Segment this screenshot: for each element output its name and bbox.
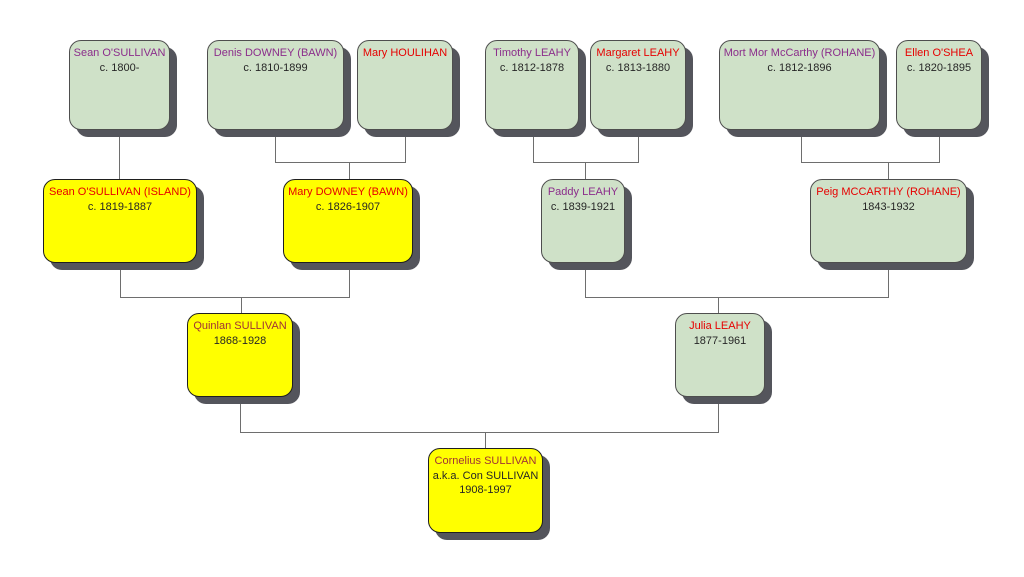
person-detail: c. 1813-1880 <box>605 62 671 74</box>
person-node-margaret-leahy[interactable]: Margaret LEAHY c. 1813-1880 <box>590 40 686 130</box>
connector-line-horizontal <box>120 297 350 298</box>
person-name: Paddy LEAHY <box>547 186 619 198</box>
person-node-sean-o-sullivan-island[interactable]: Sean O'SULLIVAN (ISLAND) c. 1819-1887 <box>43 179 197 263</box>
person-detail: c. 1826-1907 <box>315 201 381 213</box>
person-detail: c. 1810-1899 <box>243 62 308 74</box>
person-name: Margaret LEAHY <box>596 47 680 59</box>
person-name: Mary HOULIHAN <box>362 47 448 59</box>
connector-line-vertical <box>241 297 242 313</box>
connector-line-horizontal <box>275 162 406 163</box>
person-node-mort-mor-mccarthy-rohane[interactable]: Mort Mor McCarthy (ROHANE) c. 1812-1896 <box>719 40 880 130</box>
connector-line-vertical <box>240 397 241 432</box>
person-node-mary-downey-bawn[interactable]: Mary DOWNEY (BAWN) c. 1826-1907 <box>283 179 413 263</box>
person-name: Ellen O'SHEA <box>904 47 974 59</box>
person-detail: c. 1800- <box>99 62 140 74</box>
person-name: Sean O'SULLIVAN <box>73 47 166 59</box>
connector-line-horizontal <box>585 297 889 298</box>
person-name: Peig MCCARTHY (ROHANE) <box>816 186 961 198</box>
person-node-cornelius-sullivan[interactable]: Cornelius SULLIVAN a.k.a. Con SULLIVAN 190… <box>428 448 543 533</box>
connector-line-vertical <box>405 130 406 162</box>
connector-line-vertical <box>275 130 276 162</box>
connector-line-vertical <box>888 263 889 297</box>
person-detail: c. 1839-1921 <box>550 201 616 213</box>
person-name: Denis DOWNEY (BAWN) <box>213 47 338 59</box>
connector-line-horizontal <box>533 162 639 163</box>
connector-line-vertical <box>939 130 940 162</box>
connector-line-vertical <box>585 263 586 297</box>
person-detail: 1868-1928 <box>213 335 267 347</box>
connector-line-vertical <box>718 397 719 432</box>
person-detail: c. 1812-1896 <box>767 62 832 74</box>
connector-line-vertical <box>888 162 889 179</box>
connector-line-vertical <box>119 130 120 179</box>
person-detail: a.k.a. Con SULLIVAN <box>432 470 539 482</box>
person-name: Cornelius SULLIVAN <box>434 455 537 467</box>
person-node-ellen-o-shea[interactable]: Ellen O'SHEA c. 1820-1895 <box>896 40 982 130</box>
person-detail: 1843-1932 <box>862 201 915 213</box>
person-node-paddy-leahy[interactable]: Paddy LEAHY c. 1839-1921 <box>541 179 625 263</box>
connector-line-vertical <box>585 162 586 179</box>
person-node-mary-houlihan[interactable]: Mary HOULIHAN <box>357 40 453 130</box>
person-node-sean-o-sullivan[interactable]: Sean O'SULLIVAN c. 1800- <box>69 40 170 130</box>
person-name: Julia LEAHY <box>689 320 751 332</box>
connector-line-vertical <box>718 297 719 313</box>
person-detail: c. 1812-1878 <box>499 62 565 74</box>
person-name: Timothy LEAHY <box>493 47 571 59</box>
connector-line-vertical <box>801 130 802 162</box>
person-detail: c. 1820-1895 <box>906 62 972 74</box>
connector-line-horizontal <box>240 432 719 433</box>
person-node-timothy-leahy[interactable]: Timothy LEAHY c. 1812-1878 <box>485 40 579 130</box>
person-name: Sean O'SULLIVAN (ISLAND) <box>49 186 191 198</box>
person-node-quinlan-sullivan[interactable]: Quinlan SULLIVAN 1868-1928 <box>187 313 293 397</box>
connector-line-vertical <box>349 263 350 297</box>
connector-line-vertical <box>120 263 121 297</box>
person-name: Mort Mor McCarthy (ROHANE) <box>723 47 876 59</box>
person-name: Mary DOWNEY (BAWN) <box>288 186 408 198</box>
person-node-julia-leahy[interactable]: Julia LEAHY 1877-1961 <box>675 313 765 397</box>
person-name: Quinlan SULLIVAN <box>193 320 287 332</box>
connector-line-horizontal <box>801 162 940 163</box>
person-detail: 1908-1997 <box>459 484 512 496</box>
person-detail: 1877-1961 <box>693 335 747 347</box>
connector-line-vertical <box>533 130 534 162</box>
connector-line-vertical <box>349 162 350 179</box>
connector-line-vertical <box>638 130 639 162</box>
connector-line-vertical <box>485 432 486 448</box>
person-node-peig-mccarthy-rohane[interactable]: Peig MCCARTHY (ROHANE) 1843-1932 <box>810 179 967 263</box>
person-detail: c. 1819-1887 <box>87 201 153 213</box>
person-node-denis-downey-bawn[interactable]: Denis DOWNEY (BAWN) c. 1810-1899 <box>207 40 344 130</box>
